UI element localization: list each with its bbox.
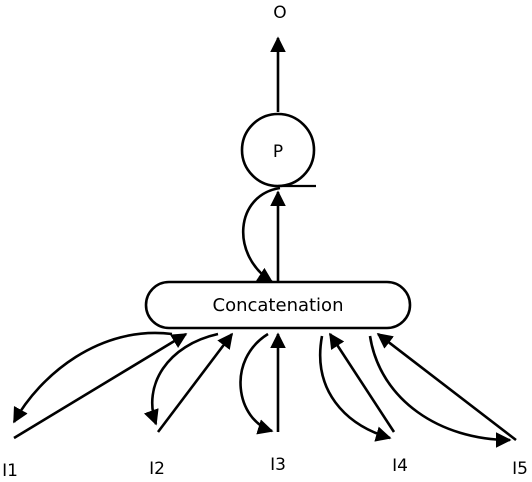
- i1-to-concat-arrow: [13, 332, 188, 440]
- concatenation-node-label: Concatenation: [213, 295, 344, 316]
- concatenation-node-shape: [144, 280, 412, 330]
- input-label-i5: I5: [512, 459, 528, 479]
- i2-to-concat-arrow: [156, 332, 234, 433]
- input-label-i2: I2: [149, 459, 165, 479]
- i4-to-concat-arrow: [328, 332, 396, 433]
- concat-to-i4-arrow: [319, 335, 392, 442]
- input-label-i3: I3: [270, 455, 286, 475]
- concat-to-i1-arrow: [12, 331, 173, 424]
- concat-to-i5-arrow: [368, 335, 512, 448]
- concat-to-i3-arrow: [239, 332, 274, 435]
- input-label-i1: I1: [2, 461, 18, 481]
- concat-to-i2-arrow: [143, 332, 219, 426]
- process-node: P: [240, 112, 316, 188]
- output-label: O: [273, 3, 286, 23]
- p-feedback-arrow: [241, 186, 281, 284]
- concatenation-node: Concatenation: [144, 280, 412, 330]
- i5-to-concat-arrow: [376, 332, 517, 442]
- input-label-i4: I4: [392, 456, 408, 476]
- process-node-label: P: [273, 142, 283, 162]
